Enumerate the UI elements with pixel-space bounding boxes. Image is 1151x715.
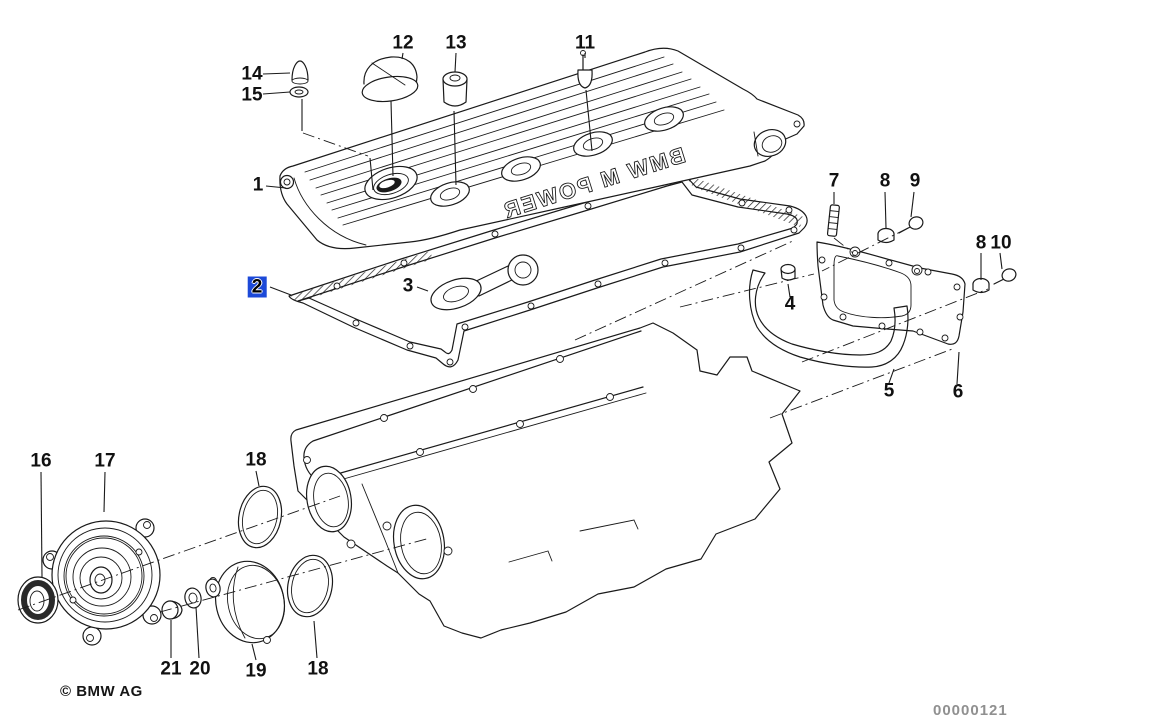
part-callout-4[interactable]: 4 <box>784 293 796 315</box>
front-cover-assembly-drawings <box>17 485 334 646</box>
end-plate-drawing <box>816 241 966 345</box>
cam-seal-gasket-drawing <box>430 254 539 311</box>
part-callout-10[interactable]: 10 <box>990 232 1012 254</box>
part-callout-5[interactable]: 5 <box>883 380 895 402</box>
document-number: 00000121 <box>933 702 1008 715</box>
leader-lines <box>40 52 1003 661</box>
part-callout-17[interactable]: 17 <box>94 450 116 472</box>
engine-block-drawing <box>290 322 801 639</box>
part-callout-11[interactable]: 11 <box>574 32 596 54</box>
cover-gasket-drawing <box>288 172 808 368</box>
part-callout-16[interactable]: 16 <box>30 450 52 472</box>
part-callout-21[interactable]: 21 <box>160 658 182 680</box>
part-callout-2-highlighted[interactable]: 2 <box>247 276 267 298</box>
part-callout-7[interactable]: 7 <box>828 170 840 192</box>
part-callout-9[interactable]: 9 <box>909 170 921 192</box>
end-plate-gasket-drawing <box>748 269 909 368</box>
part-callout-12[interactable]: 12 <box>392 32 414 54</box>
part-callout-15[interactable]: 15 <box>241 84 263 106</box>
part-callout-1[interactable]: 1 <box>252 174 264 196</box>
axis-lines <box>17 227 989 613</box>
part-callout-18[interactable]: 18 <box>307 658 329 680</box>
part-callout-13[interactable]: 13 <box>445 32 467 54</box>
part-callout-19[interactable]: 19 <box>245 660 267 682</box>
part-callout-6[interactable]: 6 <box>952 381 964 403</box>
cover-hardware-drawings <box>289 50 593 191</box>
part-callout-14[interactable]: 14 <box>241 63 263 85</box>
bmw-copyright: © BMW AG <box>60 683 143 700</box>
part-callout-18[interactable]: 18 <box>245 449 267 471</box>
part-callout-20[interactable]: 20 <box>189 658 211 680</box>
part-callout-8[interactable]: 8 <box>879 170 891 192</box>
part-callout-3[interactable]: 3 <box>402 275 414 297</box>
part-callout-8[interactable]: 8 <box>975 232 987 254</box>
